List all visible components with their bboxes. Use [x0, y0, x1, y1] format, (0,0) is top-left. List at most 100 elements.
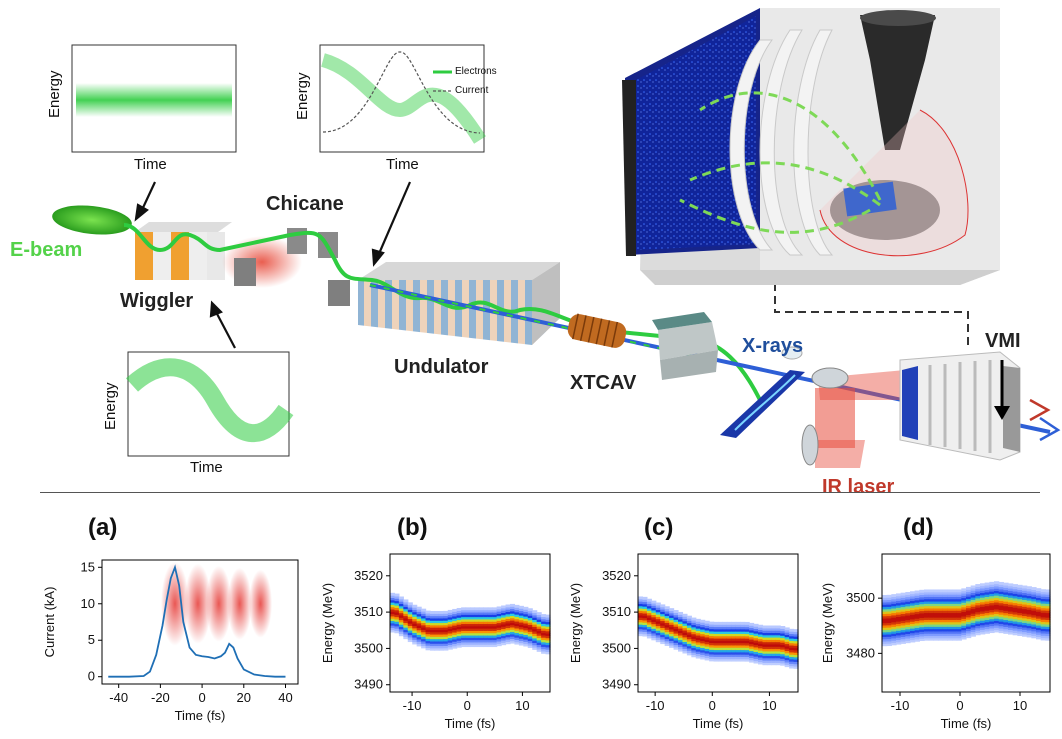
heatmap-cell: [660, 620, 666, 624]
heatmap-cell: [691, 642, 697, 646]
heatmap-cell: [700, 651, 706, 655]
heatmap-cell: [1017, 614, 1023, 618]
heatmap-cell: [956, 605, 962, 609]
heatmap-cell: [914, 615, 920, 619]
heatmap-cell: [1017, 612, 1023, 616]
heatmap-cell: [651, 628, 657, 632]
heatmap-cell: [726, 649, 732, 653]
heatmap-cell: [886, 617, 892, 621]
heatmap-cell: [496, 643, 502, 647]
heatmap-cell: [646, 630, 652, 634]
heatmap-cell: [891, 633, 897, 637]
heatmap-cell: [980, 631, 986, 635]
heatmap-cell: [1012, 613, 1018, 617]
heatmap-cell: [924, 598, 930, 602]
heatmap-cell: [753, 649, 759, 653]
heatmap-cell: [713, 642, 719, 646]
heatmap-cell: [762, 648, 768, 652]
heatmap-cell: [952, 626, 958, 630]
heatmap-cell: [961, 618, 967, 622]
heatmap-cell: [638, 614, 644, 618]
heatmap-cell: [390, 620, 396, 624]
heatmap-cell: [966, 591, 972, 595]
heatmap-cell: [465, 625, 471, 629]
heatmap-cell: [430, 636, 436, 640]
heatmap-cell: [514, 609, 520, 613]
heatmap-cell: [416, 643, 422, 647]
heatmap-cell: [682, 627, 688, 631]
heatmap-cell: [642, 603, 648, 607]
heatmap-cell: [456, 642, 462, 646]
heatmap-cell: [518, 635, 524, 639]
heatmap-cell: [461, 641, 467, 645]
heatmap-cell: [438, 617, 444, 621]
heatmap-cell: [1017, 605, 1023, 609]
heatmap-cell: [905, 612, 911, 616]
heatmap-cell: [487, 637, 493, 641]
heatmap-cell: [518, 633, 524, 637]
heatmap-cell: [527, 626, 533, 630]
heatmap-cell: [1036, 613, 1042, 617]
heatmap-cell: [784, 636, 790, 640]
heatmap-cell: [919, 628, 925, 632]
heatmap-cell: [758, 624, 764, 628]
heatmap-cell: [1017, 610, 1023, 614]
heatmap-cell: [655, 627, 661, 631]
heatmap-cell: [403, 606, 409, 610]
heatmap-cell: [510, 617, 516, 621]
heatmap-cell: [919, 601, 925, 605]
heatmap-cell: [536, 623, 542, 627]
heatmap-cell: [947, 600, 953, 604]
heatmap-cell: [989, 581, 995, 585]
heatmap-cell: [416, 615, 422, 619]
heatmap-cell: [390, 602, 396, 605]
heatmap-cell: [718, 628, 724, 632]
heatmap-cell: [536, 625, 542, 629]
heatmap-cell: [984, 600, 990, 604]
heatmap-cell: [669, 644, 675, 648]
heatmap-cell: [891, 624, 897, 627]
xray-screen-streak: [734, 374, 796, 431]
heatmap-cell: [780, 655, 786, 659]
heatmap-cell: [722, 658, 728, 662]
heatmap-cell: [483, 628, 489, 631]
heatmap-cell: [722, 644, 728, 648]
heatmap-cell: [956, 630, 962, 634]
heatmap-cell: [749, 648, 755, 652]
heatmap-cell: [695, 634, 701, 638]
heatmap-cell: [928, 623, 934, 627]
heatmap-cell: [1031, 621, 1037, 625]
heatmap-cell: [398, 633, 404, 637]
heatmap-cell: [914, 597, 920, 601]
heatmap-cell: [771, 643, 777, 647]
heatmap-cell: [452, 645, 458, 649]
heatmap-cell: [660, 606, 666, 610]
heatmap-cell: [695, 628, 701, 631]
heatmap-cell: [545, 621, 551, 625]
heatmap-cell: [492, 614, 498, 618]
heatmap-cell: [407, 632, 413, 636]
heatmap-cell: [390, 627, 396, 631]
heatmap-cell: [470, 614, 476, 618]
heatmap-cell: [434, 643, 440, 647]
heatmap-cell: [686, 615, 692, 619]
heatmap-cell: [700, 628, 706, 632]
heatmap-cell: [398, 610, 404, 614]
heatmap-cell: [975, 597, 981, 601]
heatmap-cell: [1026, 627, 1032, 631]
heatmap-cell: [749, 657, 755, 661]
heatmap-cell: [1026, 593, 1032, 597]
heatmap-cell: [501, 635, 507, 639]
heatmap-cell: [740, 626, 746, 630]
heatmap-cell: [1003, 589, 1009, 593]
x-tick-label: -20: [151, 690, 170, 705]
heatmap-cell: [545, 651, 551, 655]
heatmap-cell: [1022, 599, 1028, 603]
heatmap-cell: [1012, 600, 1018, 604]
dipole-magnet: [652, 312, 718, 380]
heatmap-cell: [910, 600, 916, 604]
heatmap-cell: [933, 623, 939, 627]
heatmap-cell: [430, 620, 436, 624]
heatmap-cell: [758, 636, 764, 640]
heatmap-cell: [700, 640, 706, 644]
